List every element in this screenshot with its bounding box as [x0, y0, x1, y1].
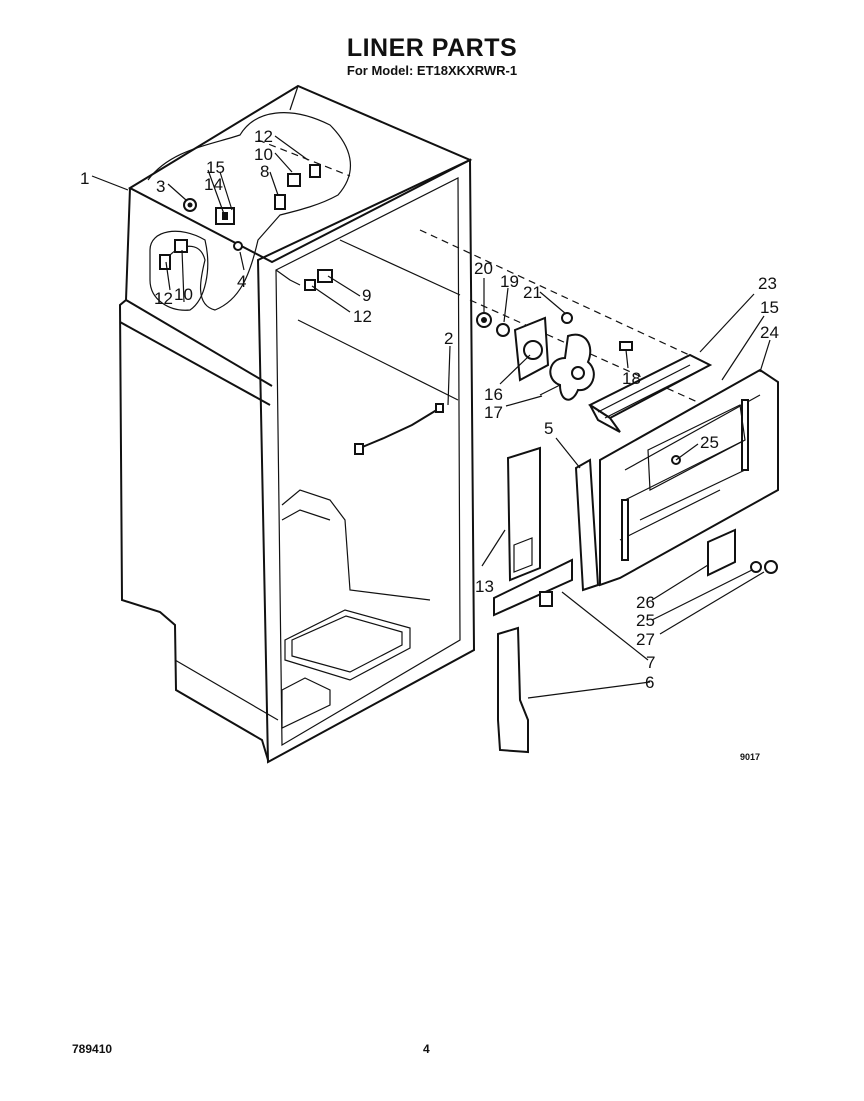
wire-harness — [354, 403, 444, 455]
model-subtitle: For Model: ET18XKXRWR-1 — [346, 63, 518, 78]
page-title: LINER PARTS — [346, 34, 518, 62]
document-number: 789410 — [72, 1042, 113, 1056]
baffle-plates — [493, 446, 573, 754]
callout-8: 8 — [260, 162, 269, 181]
callout-18: 18 — [622, 369, 641, 388]
callout-19: 19 — [500, 272, 519, 291]
liner-clips — [304, 269, 333, 291]
callout-13: 13 — [475, 577, 494, 596]
callout-2: 2 — [444, 329, 453, 348]
callout-25: 25 — [636, 611, 655, 630]
callout-15: 15 — [760, 298, 779, 317]
control-cutaway — [147, 112, 352, 311]
callout-24: 24 — [760, 323, 779, 342]
bracket-and-screws — [707, 528, 778, 577]
callout-12: 12 — [154, 289, 173, 308]
callout-7: 7 — [646, 653, 655, 672]
callout-12: 12 — [353, 307, 372, 326]
callout-10: 10 — [254, 145, 273, 164]
callout-21: 21 — [523, 283, 542, 302]
callout-labels: 1 3 15 14 12 10 8 12 10 4 9 12 2 20 19 2… — [80, 127, 779, 692]
callout-20: 20 — [474, 259, 493, 278]
callout-15: 15 — [206, 158, 225, 177]
callout-27: 27 — [636, 630, 655, 649]
callout-23: 23 — [758, 274, 777, 293]
side-channel — [574, 458, 600, 592]
evaporator-cover — [587, 353, 779, 587]
callout-9: 9 — [362, 286, 371, 305]
figure-code: 9017 — [740, 752, 761, 762]
page-number: 4 — [423, 1042, 430, 1056]
callout-16: 16 — [484, 385, 503, 404]
leader-lines — [91, 135, 771, 699]
liner-cabinet — [118, 84, 476, 764]
callout-10: 10 — [174, 285, 193, 304]
fan-motor-assembly — [419, 229, 761, 431]
callout-3: 3 — [156, 177, 165, 196]
callout-1: 1 — [80, 169, 89, 188]
callout-5: 5 — [544, 419, 553, 438]
callout-26: 26 — [636, 593, 655, 612]
callout-14: 14 — [204, 175, 223, 194]
callout-4: 4 — [237, 272, 246, 291]
callout-6: 6 — [645, 673, 654, 692]
callout-12: 12 — [254, 127, 273, 146]
callout-25: 25 — [700, 433, 719, 452]
callout-17: 17 — [484, 403, 503, 422]
